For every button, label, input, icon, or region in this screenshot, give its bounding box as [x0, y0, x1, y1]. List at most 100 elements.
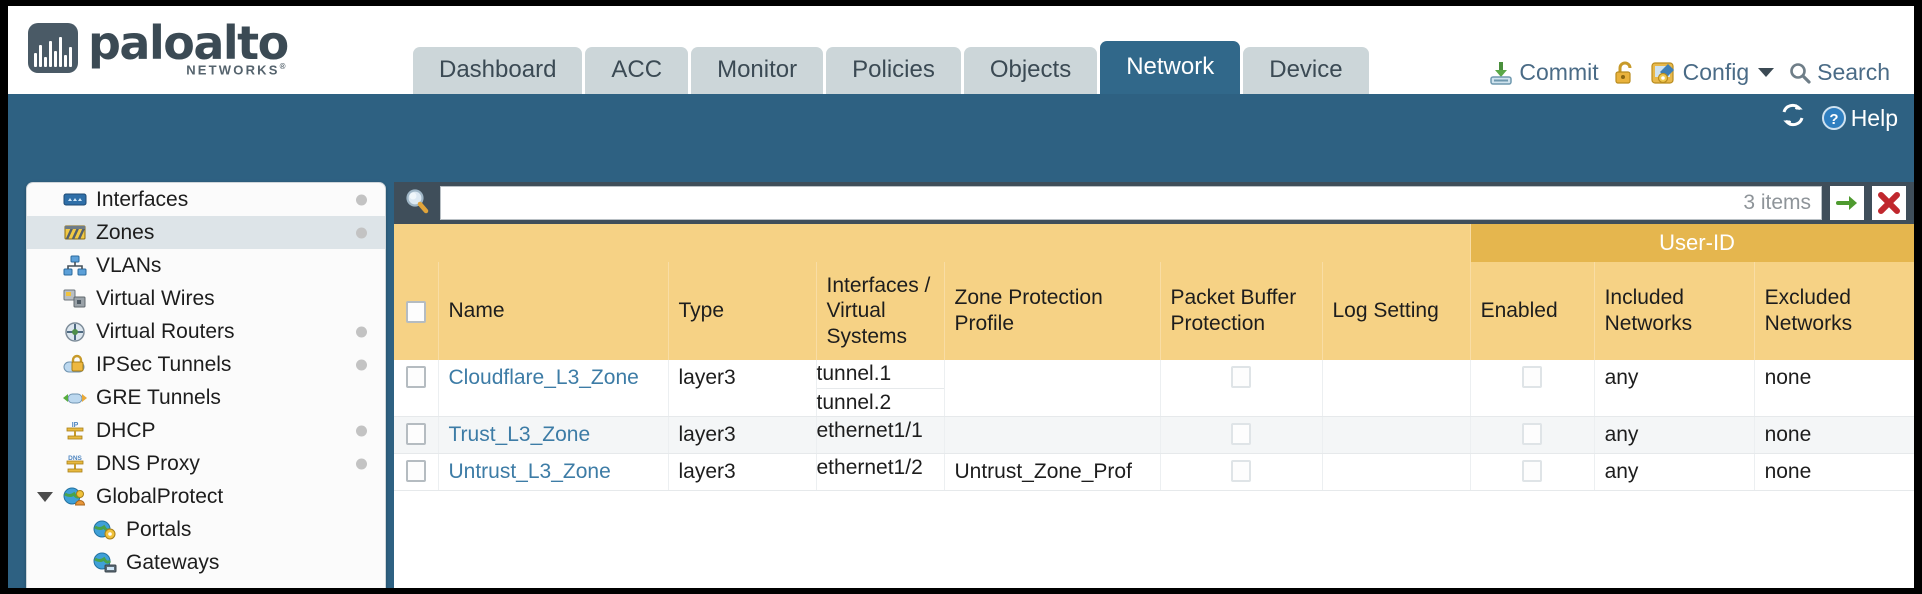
col-interfaces-virtual-systems[interactable]: Interfaces / Virtual Systems: [816, 262, 945, 360]
tab-network[interactable]: Network: [1100, 41, 1241, 94]
sub-toolbar-actions: ? Help: [1779, 102, 1898, 134]
apply-filter-button[interactable]: [1830, 186, 1864, 220]
ipsec-tunnels-icon: [63, 354, 87, 376]
sidebar-item-virtual-wires[interactable]: Virtual Wires: [27, 282, 385, 315]
cell-userid-enabled[interactable]: [1470, 453, 1595, 491]
cell-packet-buffer-protection[interactable]: [1160, 360, 1323, 417]
packet-buffer-protection-checkbox[interactable]: [1231, 423, 1251, 446]
sidebar-item-portals[interactable]: Portals: [27, 513, 385, 546]
group-header-userid: User-ID: [1470, 224, 1914, 262]
sidebar-item-interfaces[interactable]: Interfaces: [27, 183, 385, 216]
sidebar-item-gateways[interactable]: Gateways: [27, 546, 385, 579]
cell-packet-buffer-protection[interactable]: [1160, 453, 1323, 491]
packet-buffer-protection-checkbox[interactable]: [1231, 460, 1251, 483]
col-excluded-networks[interactable]: Excluded Networks: [1754, 262, 1914, 360]
cell-name: Trust_L3_Zone: [438, 416, 669, 454]
sidebar-item-ipsec-tunnels[interactable]: IPSec Tunnels: [27, 348, 385, 381]
commit-button[interactable]: Commit: [1488, 59, 1599, 86]
filter-search-icon[interactable]: [402, 186, 432, 221]
config-icon: [1651, 60, 1678, 86]
col-userid-enabled[interactable]: Enabled: [1470, 262, 1595, 360]
cell-userid-enabled[interactable]: [1470, 360, 1595, 417]
cell-packet-buffer-protection[interactable]: [1160, 416, 1323, 454]
search-button[interactable]: Search: [1788, 59, 1890, 86]
gateways-icon: [93, 552, 117, 574]
cell-userid-enabled[interactable]: [1470, 416, 1595, 454]
zone-name-link[interactable]: Trust_L3_Zone: [448, 423, 591, 446]
sidebar-item-zones[interactable]: Zones: [27, 216, 385, 249]
globalprotect-icon: [63, 486, 87, 508]
row-select-cell[interactable]: [394, 416, 439, 454]
tab-policies[interactable]: Policies: [826, 47, 961, 94]
interfaces-icon: [63, 189, 87, 211]
group-header-row: User-ID: [394, 224, 1914, 262]
tab-device[interactable]: Device: [1243, 47, 1369, 94]
expand-collapse-icon[interactable]: [37, 491, 53, 502]
zone-name-link[interactable]: Untrust_L3_Zone: [448, 460, 611, 483]
clear-filter-button[interactable]: [1872, 186, 1906, 220]
svg-text:DNS: DNS: [68, 455, 82, 462]
col-zone-protection-profile[interactable]: Zone Protection Profile: [944, 262, 1161, 360]
sidebar-item-vlans[interactable]: VLANs: [27, 249, 385, 282]
unlock-button[interactable]: [1613, 60, 1637, 86]
svg-text:?: ?: [1829, 111, 1838, 128]
config-menu[interactable]: Config: [1651, 59, 1775, 86]
zones-panel: 3 items: [394, 182, 1914, 588]
col-included-networks[interactable]: Included Networks: [1594, 262, 1755, 360]
chevron-down-icon: [1758, 68, 1775, 77]
sidebar-item-gre-tunnels[interactable]: GRE Tunnels: [27, 381, 385, 414]
userid-enabled-checkbox[interactable]: [1522, 423, 1543, 446]
tab-monitor[interactable]: Monitor: [691, 47, 824, 94]
cell-type: layer3: [668, 453, 817, 491]
config-label: Config: [1682, 59, 1750, 85]
tab-objects[interactable]: Objects: [963, 47, 1098, 94]
cell-zone-protection-profile: [944, 360, 1161, 417]
userid-enabled-checkbox[interactable]: [1522, 366, 1543, 389]
sidebar-item-label: Virtual Routers: [96, 319, 235, 343]
search-label: Search: [1817, 59, 1890, 85]
packet-buffer-protection-checkbox[interactable]: [1231, 366, 1251, 389]
sidebar-item-label: IPSec Tunnels: [96, 352, 232, 376]
header-actions: Commit: [1488, 59, 1890, 86]
sidebar-item-label: GlobalProtect: [96, 484, 224, 508]
interface-entry: tunnel.1: [816, 362, 892, 385]
col-name[interactable]: Name: [438, 262, 669, 360]
cell-interfaces: ethernet1/2: [816, 453, 945, 491]
sidebar-item-virtual-routers[interactable]: Virtual Routers: [27, 315, 385, 348]
virtual-routers-icon: [63, 321, 87, 343]
row-checkbox[interactable]: [405, 460, 426, 483]
tab-dashboard[interactable]: Dashboard: [413, 47, 583, 94]
row-select-cell[interactable]: [394, 360, 439, 417]
help-button[interactable]: ? Help: [1821, 105, 1898, 132]
cell-log-setting: [1322, 416, 1471, 454]
row-checkbox[interactable]: [405, 423, 426, 446]
zone-name-link[interactable]: Cloudflare_L3_Zone: [448, 366, 639, 389]
userid-enabled-checkbox[interactable]: [1522, 460, 1543, 483]
row-select-cell[interactable]: [394, 453, 439, 491]
row-checkbox[interactable]: [405, 366, 426, 389]
interface-list: ethernet1/2: [817, 454, 944, 482]
col-type[interactable]: Type: [668, 262, 817, 360]
tab-acc[interactable]: ACC: [585, 47, 689, 94]
gre-tunnels-icon: [63, 387, 87, 409]
portals-icon: [93, 519, 117, 541]
sidebar-item-label: Interfaces: [96, 187, 189, 211]
filter-input[interactable]: 3 items: [440, 186, 1822, 220]
refresh-icon[interactable]: [1779, 102, 1807, 134]
col-log-setting[interactable]: Log Setting: [1322, 262, 1471, 360]
select-all-checkbox[interactable]: [405, 300, 426, 323]
svg-text:IP: IP: [72, 422, 79, 429]
sidebar-item-globalprotect[interactable]: GlobalProtect: [27, 480, 385, 513]
commit-label: Commit: [1519, 59, 1599, 85]
dns-proxy-icon: DNS: [63, 453, 87, 475]
col-packet-buffer-protection[interactable]: Packet Buffer Protection: [1160, 262, 1323, 360]
